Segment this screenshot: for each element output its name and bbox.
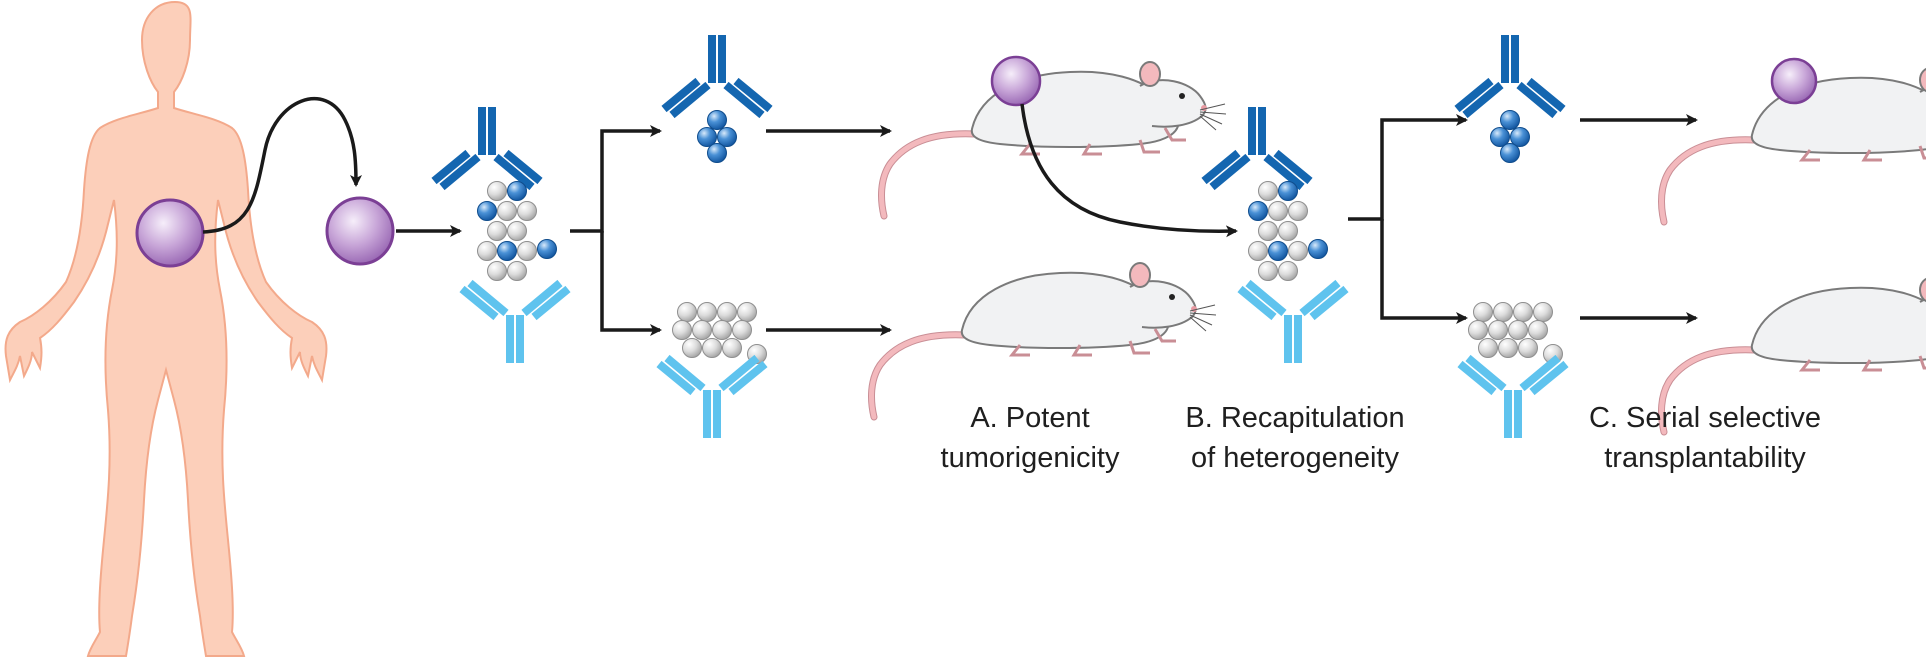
antibody-marker-dark-icon bbox=[1204, 107, 1310, 187]
marker-positive-cells bbox=[1491, 111, 1530, 163]
caption-b-line1: B. Recapitulation bbox=[1185, 402, 1405, 434]
antibody-marker-dark-icon bbox=[434, 107, 540, 187]
marker-negative-cells bbox=[673, 303, 767, 364]
caption-a-line1: A. Potent bbox=[970, 402, 1090, 434]
caption-b-line2: of heterogeneity bbox=[1191, 442, 1399, 474]
primary-tumor-icon bbox=[135, 198, 205, 268]
retransplant-arrow bbox=[1020, 103, 1238, 238]
branch-arrow-upper bbox=[570, 125, 662, 233]
caption-c-line2: transplantability bbox=[1604, 442, 1806, 474]
caption-a-line2: tumorigenicity bbox=[940, 442, 1120, 474]
antibody-marker-light-icon bbox=[1240, 283, 1346, 363]
xenograft-tumor-icon bbox=[1770, 57, 1818, 105]
branch-arrow-lower bbox=[1380, 219, 1468, 324]
antibody-marker-dark-icon bbox=[1457, 35, 1563, 115]
caption-recapitulation-of-heterogeneity: B. Recapitulation of heterogeneity bbox=[1150, 398, 1440, 478]
marker-positive-cells bbox=[698, 111, 737, 163]
xenograft-tumor-icon bbox=[990, 55, 1042, 107]
caption-potent-tumorigenicity: A. Potent tumorigenicity bbox=[900, 398, 1160, 478]
antibody-marker-dark-icon bbox=[664, 35, 770, 115]
mouse-with-tumor-icon bbox=[882, 62, 1226, 216]
mixed-cell-cluster bbox=[1249, 182, 1328, 281]
mouse-icon bbox=[872, 263, 1216, 417]
extraction-arrow bbox=[202, 97, 362, 234]
caption-serial-selective-transplantability: C. Serial selective transplantability bbox=[1540, 398, 1870, 478]
branch-arrow-lower bbox=[600, 231, 662, 336]
marker-negative-cells bbox=[1469, 303, 1563, 364]
branch-arrow-upper bbox=[1348, 114, 1468, 221]
antibody-marker-light-icon bbox=[659, 358, 765, 438]
mixed-cell-cluster bbox=[478, 182, 557, 281]
caption-c-line1: C. Serial selective bbox=[1588, 402, 1822, 434]
human-figure-icon bbox=[4, 0, 328, 657]
antibody-marker-light-icon bbox=[462, 283, 568, 363]
tumor-cell-icon bbox=[325, 196, 395, 266]
